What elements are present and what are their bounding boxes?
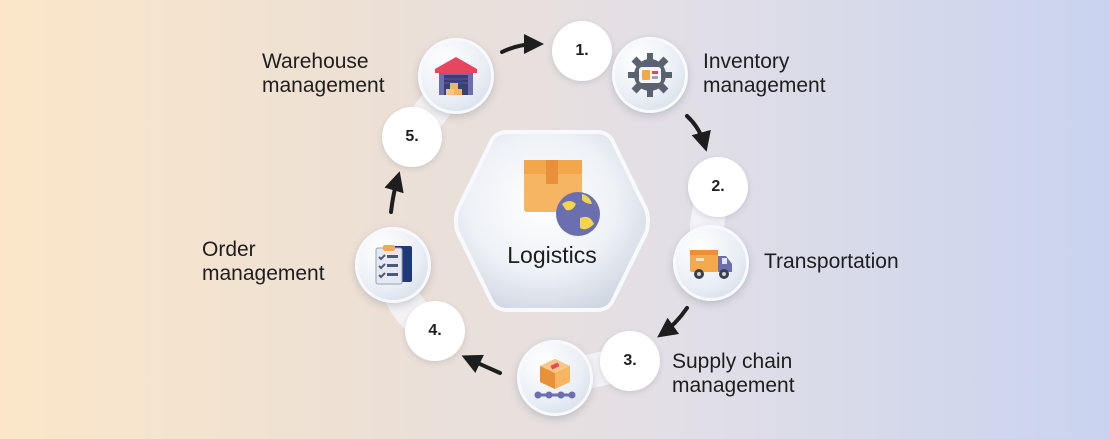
clipboard-checklist-icon — [375, 245, 412, 285]
step-3-number: 3. — [600, 331, 660, 391]
step-1-label: Inventory management — [703, 50, 826, 98]
conveyor-box-icon — [534, 359, 576, 399]
step-4-label-line2: management — [202, 262, 325, 285]
step-4-icon-circle — [355, 227, 431, 303]
step-2-icon-circle — [673, 225, 749, 301]
step-3-label: Supply chain management — [672, 350, 795, 398]
arrow-1-to-2 — [685, 114, 711, 152]
arrow-2-to-3 — [657, 306, 689, 338]
step-2-number: 2. — [688, 157, 748, 217]
step-1-number: 1. — [552, 21, 612, 81]
arrow-5-to-1 — [500, 34, 544, 55]
warehouse-icon — [435, 57, 477, 95]
step-1-label-line1: Inventory — [703, 50, 790, 73]
hexagon-shape — [454, 130, 650, 312]
step-5-number: 5. — [382, 107, 442, 167]
arrow-3-to-4 — [461, 354, 502, 375]
step-4-label: Order management — [202, 238, 325, 286]
box-globe-icon — [524, 160, 600, 236]
step-5-label: Warehouse management — [262, 50, 385, 98]
step-1-label-line2: management — [703, 74, 826, 97]
gear-dashboard-icon — [628, 53, 672, 97]
step-1-icon-circle — [612, 37, 688, 113]
step-5-icon-circle — [418, 38, 494, 114]
step-2-label: Transportation — [764, 250, 899, 274]
step-3-label-line2: management — [672, 374, 795, 397]
step-4-number: 4. — [405, 301, 465, 361]
arrow-4-to-5 — [384, 171, 404, 214]
step-5-label-line1: Warehouse — [262, 50, 369, 73]
truck-icon — [690, 250, 732, 279]
step-3-label-line1: Supply chain — [672, 350, 793, 373]
step-5-label-line2: management — [262, 74, 385, 97]
center-title: Logistics — [507, 242, 597, 268]
step-4-label-line1: Order — [202, 238, 256, 261]
step-3-icon-circle — [517, 340, 593, 416]
step-2-label-line1: Transportation — [764, 250, 899, 273]
center-hexagon: Logistics — [452, 126, 652, 316]
